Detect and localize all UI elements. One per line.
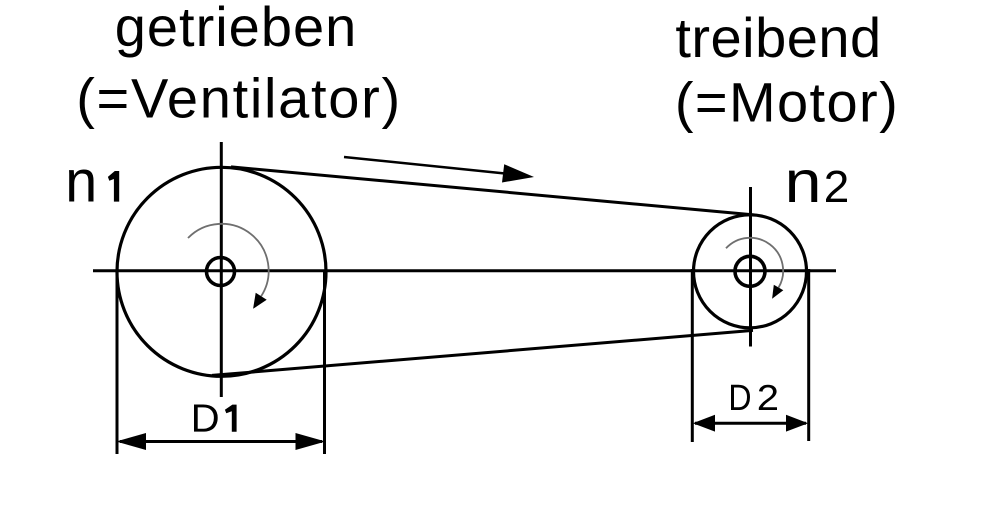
- svg-text:getrieben: getrieben: [115, 0, 358, 58]
- svg-text:treibend: treibend: [675, 6, 881, 69]
- svg-text:(=Ventilator): (=Ventilator): [76, 66, 402, 129]
- svg-text:(=Motor): (=Motor): [675, 71, 899, 134]
